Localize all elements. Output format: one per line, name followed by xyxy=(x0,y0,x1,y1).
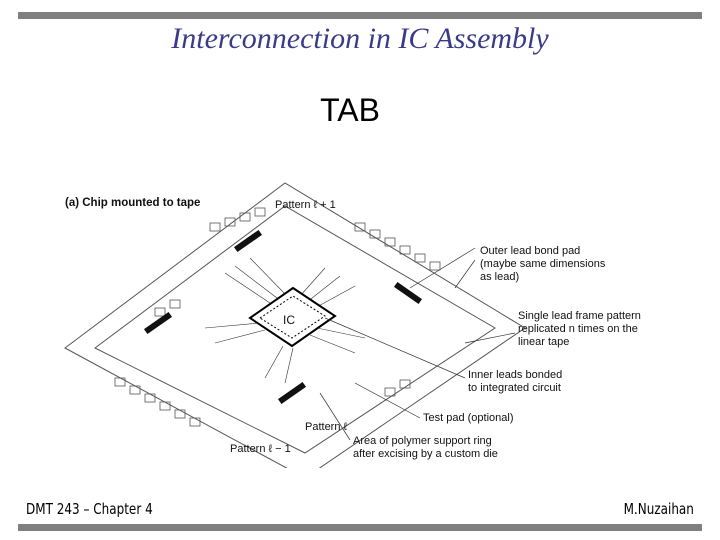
inner-leads xyxy=(204,257,366,384)
callout-test-pad: Test pad (optional) xyxy=(423,412,514,424)
callout-inner-leads-1: Inner leads bonded xyxy=(468,369,562,381)
callout-lines xyxy=(319,247,516,441)
pad-rows xyxy=(114,207,441,427)
figure-caption: (a) Chip mounted to tape xyxy=(65,197,200,209)
pattern-top-label: Pattern ℓ + 1 xyxy=(275,199,336,211)
outer-lead-bond-pads xyxy=(143,229,423,405)
slide-title: Interconnection in IC Assembly xyxy=(171,22,549,55)
callout-single-frame-3: linear tape xyxy=(518,336,569,348)
callout-polymer-ring-1: Area of polymer support ring xyxy=(353,435,492,447)
tape-outline xyxy=(64,182,526,468)
callout-outer-lead-1: Outer lead bond pad xyxy=(480,245,580,257)
tab-diagram: IC (a) Chip mounted to tape Pattern ℓ + … xyxy=(64,182,641,468)
ic-chip: IC xyxy=(248,286,337,348)
callout-outer-lead-3: as lead) xyxy=(480,271,519,283)
callout-polymer-ring-2: after excising by a custom die xyxy=(353,448,498,460)
pattern-bottom-label: Pattern ℓ − 1 xyxy=(230,443,291,455)
callout-inner-leads-2: to integrated circuit xyxy=(468,382,561,394)
bottom-rule xyxy=(18,524,702,531)
footer-author: M.Nuzaihan xyxy=(623,500,694,518)
callout-single-frame-2: replicated n times on the xyxy=(518,323,638,335)
chip-label: IC xyxy=(283,313,295,327)
footer-course: DMT 243 – Chapter 4 xyxy=(26,500,153,518)
callout-single-frame-1: Single lead frame pattern xyxy=(518,310,641,322)
callout-outer-lead-2: (maybe same dimensions xyxy=(480,258,606,270)
slide-subtitle: TAB xyxy=(320,92,380,128)
pattern-mid-label: Pattern ℓ xyxy=(305,421,348,433)
top-rule xyxy=(18,12,702,19)
